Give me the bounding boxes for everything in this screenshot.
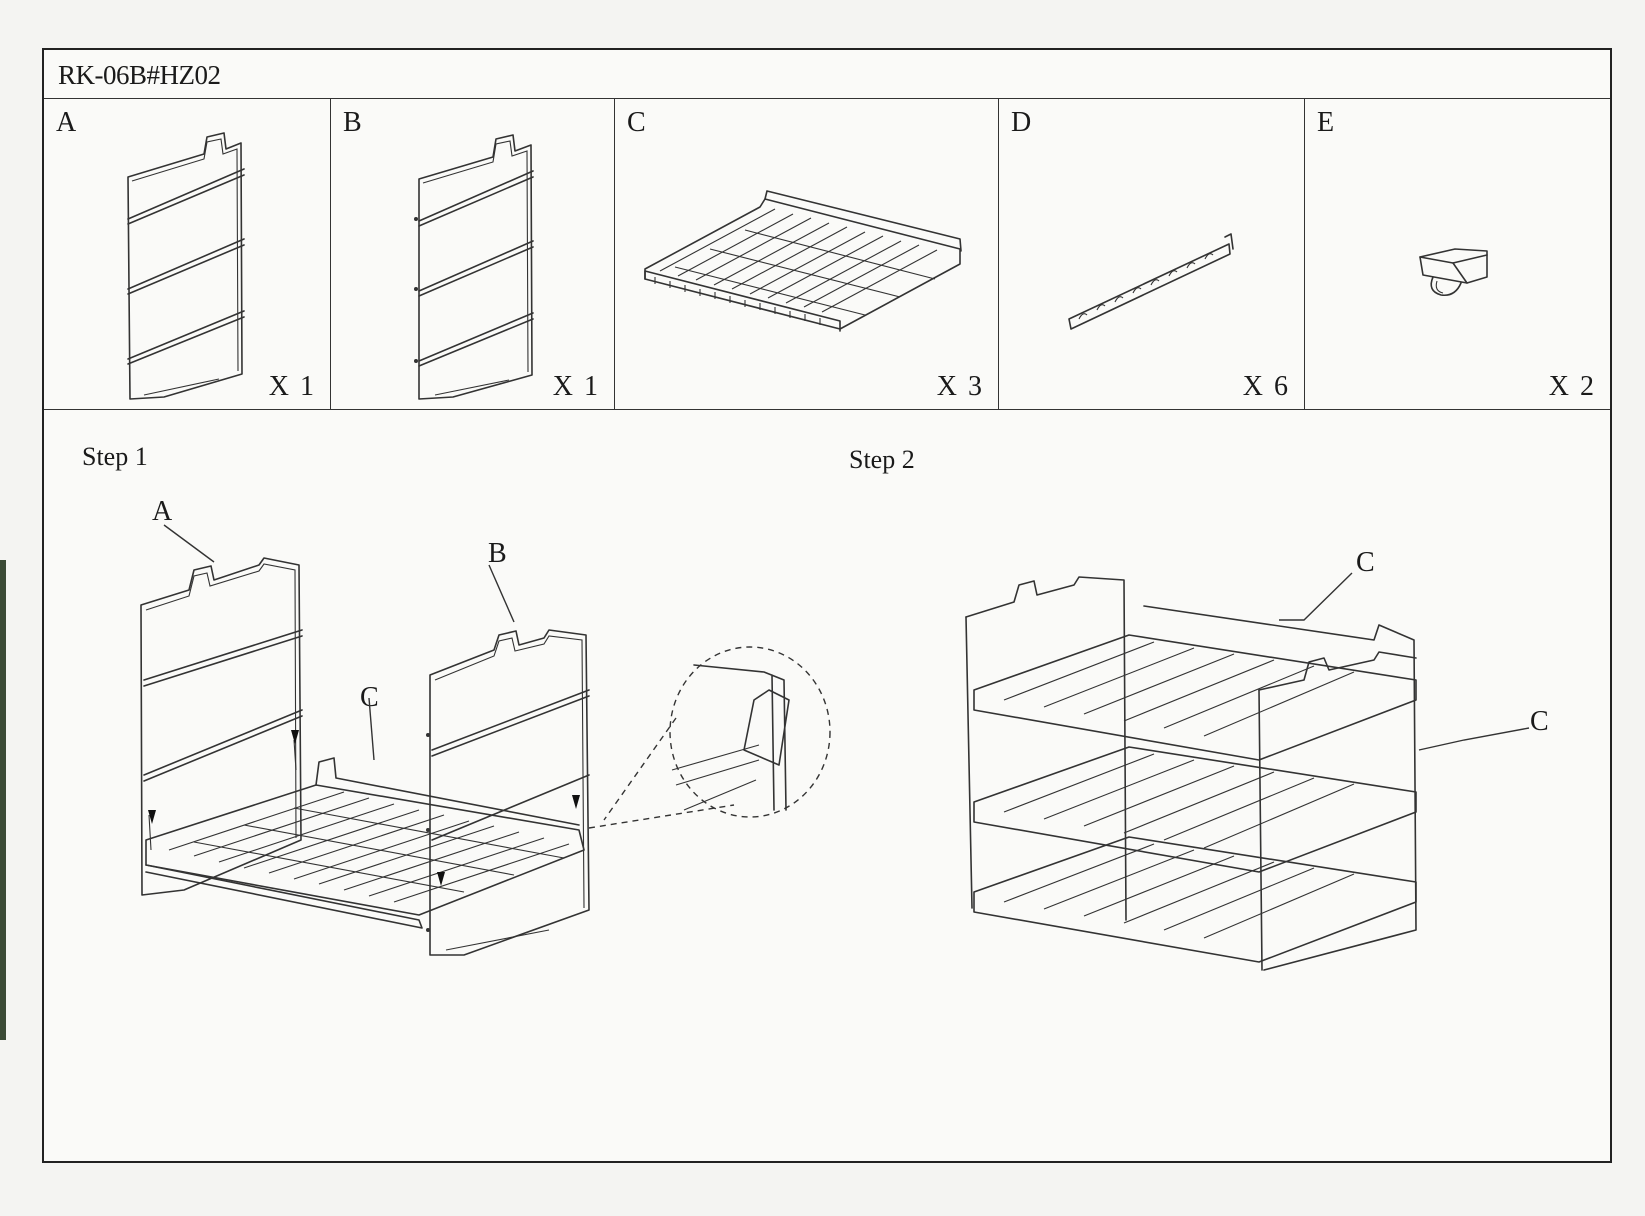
part-cell-c: C X 3 xyxy=(615,99,999,409)
assembly-illustrations xyxy=(140,524,1530,971)
part-cell-d: D X 6 xyxy=(999,99,1305,409)
step-1-callout-b: B xyxy=(488,538,507,569)
part-cell-e: E X 2 xyxy=(1305,99,1610,409)
parts-list: A X 1 B X 1 xyxy=(44,98,1610,410)
part-letter: B xyxy=(343,107,362,138)
step-1-shelf-c xyxy=(145,697,585,929)
step-2-assembled-rack xyxy=(965,572,1530,971)
wire-rod-drawing xyxy=(1068,233,1234,330)
part-quantity: X 1 xyxy=(552,371,600,402)
step-1-panel-a xyxy=(140,557,303,896)
part-letter: E xyxy=(1317,107,1335,138)
side-panel-a-drawing xyxy=(127,132,245,400)
step-1-callout-a: A xyxy=(152,496,173,527)
step-2-callout-c-top: C xyxy=(1356,547,1375,578)
step-2-label: Step 2 xyxy=(849,445,915,474)
part-quantity: X 2 xyxy=(1548,371,1596,402)
part-quantity: X 1 xyxy=(268,371,316,402)
step-1-detail-zoom xyxy=(588,646,831,829)
scan-edge-strip xyxy=(0,560,6,1040)
wire-shelf-drawing xyxy=(644,190,962,332)
part-quantity: X 6 xyxy=(1242,371,1290,402)
clip-drawing xyxy=(1419,248,1488,297)
part-cell-b: B X 1 xyxy=(331,99,615,409)
model-code: RK-06B#HZ02 xyxy=(58,60,221,90)
step-1-label: Step 1 xyxy=(82,442,148,471)
side-panel-b-drawing xyxy=(414,134,534,400)
part-letter: C xyxy=(627,107,646,138)
part-letter: D xyxy=(1011,107,1032,138)
step-1-panel-b xyxy=(426,629,590,956)
part-quantity: X 3 xyxy=(936,371,984,402)
part-letter: A xyxy=(56,107,77,138)
instruction-sheet: RK-06B#HZ02 A X 1 xyxy=(42,48,1612,1163)
part-cell-a: A X 1 xyxy=(44,99,331,409)
step-2-callout-c-middle: C xyxy=(1530,706,1549,737)
step-1-callout-c: C xyxy=(360,682,379,713)
